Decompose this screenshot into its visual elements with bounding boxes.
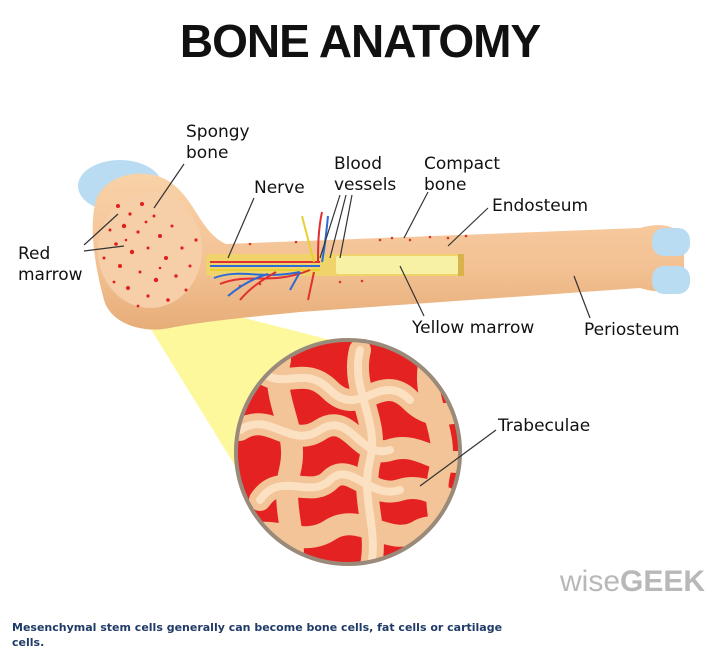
label-spongy-bone: Spongy bone <box>186 122 250 164</box>
label-blood-vessels-line1: Blood <box>334 154 382 174</box>
label-red-marrow-line1: Red <box>18 244 51 264</box>
label-compact-bone-line1: Compact <box>424 154 501 174</box>
brand-suffix: GEEK <box>620 565 706 598</box>
brand-prefix: wise <box>560 565 621 598</box>
brand-watermark: wiseGEEK <box>560 565 705 599</box>
label-red-marrow-line2: marrow <box>18 265 83 285</box>
label-red-marrow: Red marrow <box>18 244 83 286</box>
label-compact-bone-line2: bone <box>424 175 467 195</box>
label-compact-bone: Compact bone <box>424 154 500 196</box>
spongy-bone-region <box>98 192 202 308</box>
compact-bone-dots <box>238 234 468 288</box>
label-yellow-marrow: Yellow marrow <box>412 318 535 338</box>
bone-body <box>92 173 685 330</box>
image-caption: Mesenchymal stem cells generally can bec… <box>12 621 503 649</box>
label-spongy-bone-line1: Spongy <box>186 122 250 142</box>
label-blood-vessels: Blood vessels <box>334 154 396 196</box>
zoom-cone <box>128 292 338 490</box>
label-spongy-bone-line2: bone <box>186 143 229 163</box>
page-title: BONE ANATOMY <box>179 15 541 67</box>
nerve-and-vessels <box>210 211 329 301</box>
label-periosteum: Periosteum <box>584 320 680 340</box>
leader-lines <box>83 163 591 487</box>
label-trabeculae: Trabeculae <box>498 416 591 436</box>
cartilage-distal-top <box>652 228 690 256</box>
label-blood-vessels-line2: vessels <box>334 175 397 195</box>
label-nerve: Nerve <box>254 178 305 198</box>
label-endosteum: Endosteum <box>492 196 589 216</box>
trabeculae-zoom-circle <box>234 338 462 566</box>
cartilage-distal-bottom <box>652 266 690 294</box>
